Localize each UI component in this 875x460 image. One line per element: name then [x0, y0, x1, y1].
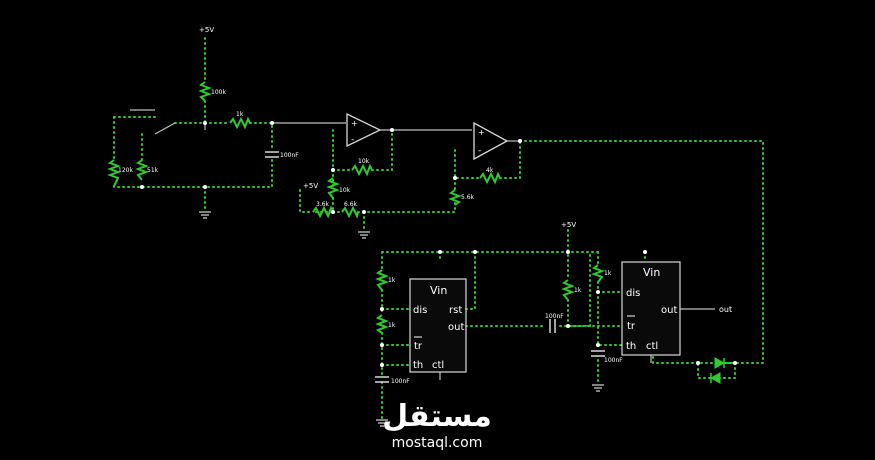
label-r-1k-top: 1k: [236, 111, 244, 118]
label-r-120k: 120k: [118, 167, 133, 174]
resistor-1k-d: [591, 264, 605, 283]
timer-right-out: out: [661, 305, 677, 316]
ground-symbols: [199, 211, 604, 427]
ground-symbol-divider: [358, 231, 370, 239]
supply-label-mid: +5V: [303, 182, 318, 190]
diode-bottom: [709, 372, 721, 384]
label-c3: 100nF: [545, 313, 564, 320]
timer-right-ctl: ctl: [646, 341, 658, 352]
output-label: out: [719, 305, 732, 314]
timer-left-ctl: ctl: [432, 360, 444, 371]
resistor-120k: [107, 159, 121, 187]
ground-symbol-timer: [376, 419, 388, 427]
label-c4: 100nF: [604, 357, 623, 364]
capacitors: [265, 151, 605, 383]
capacitor-input: [265, 151, 279, 158]
resistor-4k: [479, 171, 501, 185]
label-r-10k-div: 10k: [339, 187, 351, 194]
timer-left-dis: dis: [413, 305, 427, 316]
timer-left-th: th: [413, 360, 423, 371]
label-r-10k-fb: 10k: [358, 158, 370, 165]
label-r-5-6k: 5.6k: [461, 194, 475, 201]
timer-right-chip: [621, 261, 681, 356]
resistor-1k-a: [375, 269, 389, 291]
timer-right-dis: dis: [626, 288, 640, 299]
opamp-1: [346, 112, 382, 148]
capacitor-coupling: [549, 319, 556, 333]
opamp-2: [473, 121, 509, 161]
label-r-4k: 4k: [486, 167, 494, 174]
label-r-1k-a: 1k: [388, 277, 396, 284]
resistors: [107, 81, 605, 334]
resistor-1k-c: [561, 279, 575, 301]
ground-symbol-input: [199, 211, 211, 219]
resistor-100k: [198, 81, 212, 102]
capacitor-timer-right: [591, 350, 605, 357]
label-r-51k: 51k: [147, 167, 159, 174]
resistor-51k: [135, 159, 149, 181]
capacitor-timer-left: [375, 376, 389, 383]
input-switch[interactable]: [130, 109, 176, 135]
resistor-1k-b: [375, 314, 389, 334]
timer-left-tr: tr: [414, 341, 423, 352]
junction-dots: [140, 121, 737, 367]
watermark-arabic: مستقل: [382, 399, 492, 434]
opamp-2-plus: +: [478, 128, 485, 137]
watermark-domain: mostaql.com: [392, 435, 483, 451]
supply-label-top: +5V: [199, 26, 214, 34]
resistor-1k-top: [229, 116, 251, 130]
label-c1: 100nF: [280, 152, 299, 159]
opamp-1-plus: +: [351, 119, 358, 128]
timer-right-vin: Vin: [643, 266, 660, 279]
label-r-1k-d: 1k: [604, 270, 612, 277]
label-r-1k-c: 1k: [574, 287, 582, 294]
resistor-5-6k: [448, 189, 462, 206]
timer-right-th: th: [626, 341, 636, 352]
label-r-3-6k: 3.6k: [316, 201, 330, 208]
supply-label-right: +5V: [561, 221, 576, 229]
resistor-3-6k: [312, 205, 334, 219]
timer-right-tr: tr: [627, 321, 636, 332]
label-r-6-6k: 6.6k: [344, 201, 358, 208]
label-r-100k: 100k: [211, 89, 226, 96]
diode-top: [714, 357, 735, 369]
opamp-1-minus: -: [351, 135, 354, 145]
resistor-10k-div: [326, 177, 340, 199]
timer-left-vin: Vin: [430, 284, 447, 297]
label-c2: 100nF: [391, 378, 410, 385]
timer-left-out: out: [448, 322, 464, 333]
resistor-10k-fb: [351, 163, 373, 177]
label-r-1k-b: 1k: [388, 322, 396, 329]
ground-symbol-right: [592, 384, 604, 392]
timer-left-chip: [409, 278, 467, 373]
resistor-6-6k: [341, 205, 359, 219]
timer-left-rst: rst: [449, 305, 462, 316]
opamp-2-minus: -: [478, 146, 481, 156]
